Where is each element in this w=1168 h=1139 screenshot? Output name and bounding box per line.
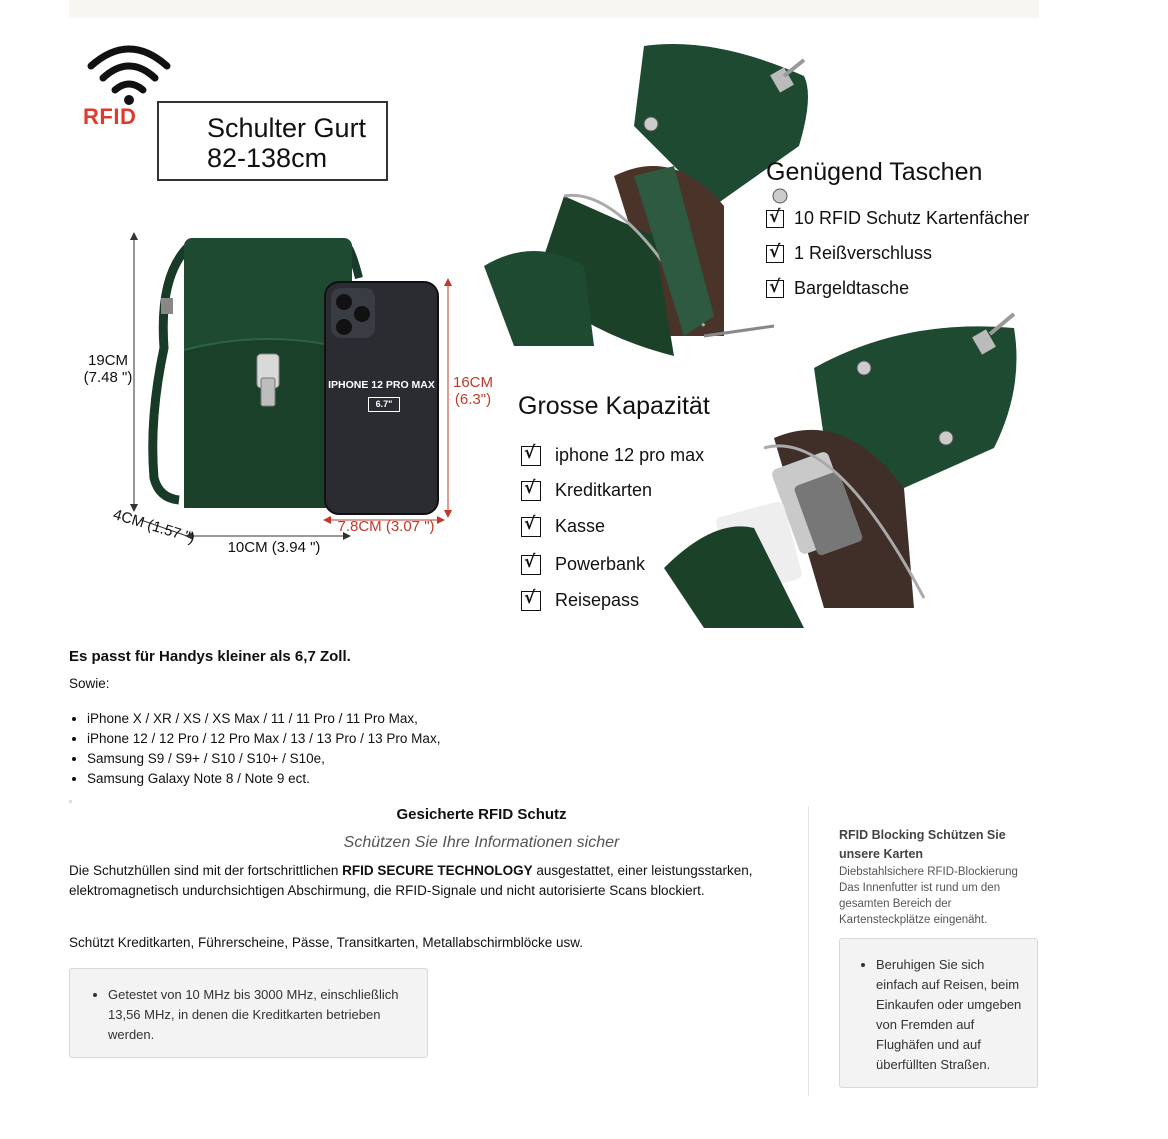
capacity-item-5: Reisepass: [521, 588, 640, 611]
capacity-item-label: iphone 12 pro max: [555, 445, 705, 465]
checkmark-icon: [766, 207, 784, 228]
list-item: Getestet von 10 MHz bis 3000 MHz, einsch…: [108, 985, 411, 1045]
sidebar-title: RFID Blocking Schützen Sie unsere Karten: [839, 828, 1006, 861]
phone-height-in: (6.3"): [454, 391, 492, 408]
sidebar-text: Diebstahlsichere RFID-Blockierung Das In…: [839, 866, 1018, 926]
rfid-section-subtitle: Schützen Sie Ihre Informationen sicher: [343, 834, 620, 851]
rfid-section-title: Gesicherte RFID Schutz: [396, 806, 567, 823]
capacity-item-label: Kasse: [555, 516, 606, 536]
strap-line-1: Schulter Gurt: [207, 113, 367, 143]
rfid-description-end: ausgestattet, einer leistungsstarken, el…: [69, 863, 753, 898]
checkmark-icon: [521, 443, 541, 466]
open-bag-pockets-image: [484, 44, 808, 356]
capacity-item-label: Kreditkarten: [555, 480, 653, 500]
checkmark-icon: [521, 552, 541, 575]
rfid-description-start: Die Schutzhüllen sind mit der fortschrit…: [69, 863, 343, 878]
height-cm: 19CM: [87, 352, 128, 369]
product-banner-image: RFID Schulter Gurt 82-138cm: [69, 18, 1039, 638]
phone-width-dimension: 7.8CM (3.07 "): [337, 518, 435, 535]
open-bag-capacity-image: [664, 312, 1017, 628]
height-in: (7.48 "): [83, 369, 133, 386]
list-item: iPhone 12 / 12 Pro / 12 Pro Max / 13 / 1…: [87, 729, 440, 749]
bag-front-illustration: [130, 232, 452, 540]
pocket-item-label: 10 RFID Schutz Kartenfächer: [794, 208, 1030, 228]
width-dimension: 10CM (3.94 "): [227, 539, 321, 556]
phone-height-dimension: 16CM (6.3"): [449, 374, 497, 408]
rfid-label: RFID: [83, 104, 137, 129]
checkmark-icon: [766, 242, 784, 263]
rfid-description: Die Schutzhüllen sind mit der fortschrit…: [69, 861, 769, 901]
height-dimension: 19CM (7.48 "): [73, 352, 143, 386]
phone-model-label: IPHONE 12 PRO MAX: [328, 379, 435, 391]
checkmark-icon: [766, 277, 784, 298]
top-strip: [69, 0, 1039, 18]
rfid-technology-name: RFID SECURE TECHNOLOGY: [342, 863, 533, 878]
pocket-item-label: Bargeldtasche: [794, 278, 910, 298]
capacity-item-3: Kasse: [521, 514, 606, 537]
phone-size-label: 6.7": [368, 397, 400, 412]
checkmark-icon: [521, 514, 541, 537]
checkmark-icon: [521, 478, 541, 501]
list-item: Beruhigen Sie sich einfach auf Reisen, b…: [876, 955, 1025, 1075]
rfid-wireless-icon: [87, 40, 172, 135]
pocket-item-2: 1 Reißverschluss: [766, 242, 933, 264]
column-divider: [808, 806, 809, 1096]
strap-line-2: 82-138cm: [207, 143, 328, 173]
checkmark-icon: [521, 588, 541, 611]
pocket-item-3: Bargeldtasche: [766, 277, 910, 299]
divider: [69, 800, 72, 803]
capacity-item-label: Reisepass: [555, 590, 640, 610]
fits-title: Es passt für Handys kleiner als 6,7 Zoll…: [69, 648, 351, 665]
pocket-item-label: 1 Reißverschluss: [794, 243, 933, 263]
capacity-item-4: Powerbank: [521, 552, 646, 575]
fits-intro: Sowie:: [69, 676, 110, 691]
list-item: iPhone X / XR / XS / XS Max / 11 / 11 Pr…: [87, 709, 440, 729]
capacity-item-2: Kreditkarten: [521, 478, 653, 501]
compatible-phone-list: iPhone X / XR / XS / XS Max / 11 / 11 Pr…: [69, 709, 440, 789]
capacity-item-label: Powerbank: [555, 554, 646, 574]
rfid-protects-text: Schützt Kreditkarten, Führerscheine, Päs…: [69, 935, 583, 950]
travel-note-box: Beruhigen Sie sich einfach auf Reisen, b…: [839, 938, 1038, 1088]
list-item: Samsung Galaxy Note 8 / Note 9 ect.: [87, 769, 440, 789]
frequency-note-box: Getestet von 10 MHz bis 3000 MHz, einsch…: [69, 968, 428, 1058]
capacity-item-1: iphone 12 pro max: [521, 443, 705, 466]
pockets-title: Genügend Taschen: [766, 158, 983, 186]
list-item: Samsung S9 / S9+ / S10 / S10+ / S10e,: [87, 749, 440, 769]
capacity-title: Grosse Kapazität: [518, 392, 710, 420]
strap-length-box: Schulter Gurt 82-138cm: [157, 101, 388, 181]
phone-height-cm: 16CM: [452, 374, 493, 391]
pocket-item-1: 10 RFID Schutz Kartenfächer: [766, 207, 1030, 229]
